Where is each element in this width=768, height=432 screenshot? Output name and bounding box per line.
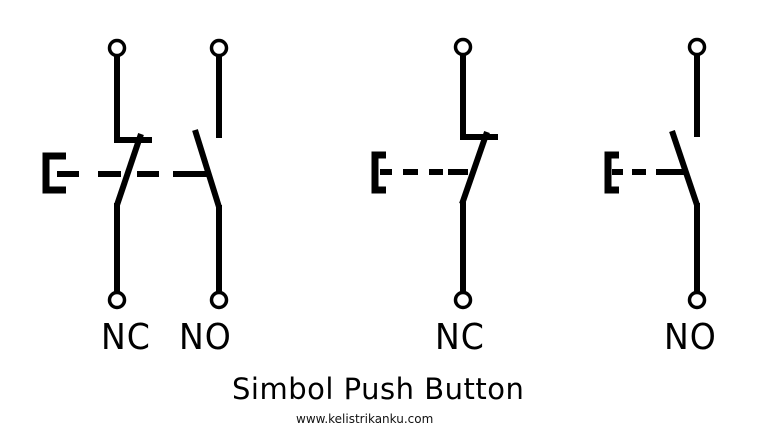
no-blade — [192, 129, 222, 208]
website-url: www.kelistrikanku.com — [296, 412, 434, 426]
no-blade — [669, 130, 700, 206]
terminal-bottom-icon — [209, 290, 229, 310]
terminal-bottom-icon — [107, 290, 127, 310]
no-contact — [192, 38, 229, 310]
label-combined-no: NO — [179, 317, 232, 358]
symbol-combined-nc-no — [42, 38, 229, 310]
symbol-nc — [371, 37, 498, 310]
nc-blade — [459, 131, 490, 205]
diagram-title: Simbol Push Button — [232, 372, 525, 406]
push-actuator-bracket-icon — [604, 151, 619, 194]
nc-blade — [114, 133, 144, 206]
terminal-bottom-icon — [687, 290, 707, 310]
label-no: NO — [664, 317, 717, 358]
label-nc: NC — [435, 317, 485, 358]
terminal-top-icon — [209, 38, 229, 58]
nc-contact — [107, 38, 152, 310]
nc-upper-wire — [114, 56, 152, 143]
push-actuator-bracket-icon — [371, 151, 386, 194]
terminal-top-icon — [687, 37, 707, 57]
label-combined-nc: NC — [101, 317, 151, 358]
nc-upper-wire — [460, 55, 498, 140]
push-actuator-bracket-icon — [42, 152, 66, 194]
terminal-bottom-icon — [453, 290, 473, 310]
symbol-no — [604, 37, 707, 310]
terminal-top-icon — [107, 38, 127, 58]
terminal-top-icon — [453, 37, 473, 57]
